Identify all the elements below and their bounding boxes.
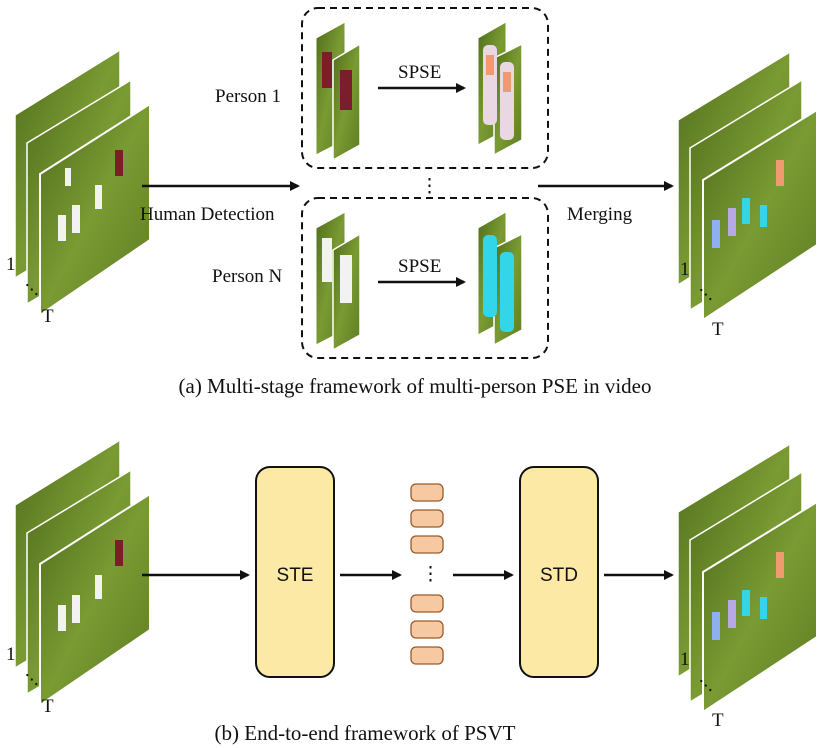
input-frame-first-label: 1 [6, 254, 16, 275]
persons-ellipsis: ⋮ [420, 176, 439, 197]
output-frame-first-label-b: 1 [680, 649, 690, 670]
output-frame-first-label: 1 [680, 259, 690, 280]
token-ellipsis: ⋮ [421, 564, 440, 585]
token [410, 535, 444, 554]
output-frame-last-label-b: T [712, 710, 724, 731]
token-column: ⋮ [410, 483, 444, 665]
human-detection-label: Human Detection [140, 204, 275, 225]
output-frame-last-label: T [712, 319, 724, 340]
players-figure [58, 150, 123, 241]
person-n-mask-stack [477, 211, 523, 347]
token [410, 483, 444, 502]
token [410, 509, 444, 528]
token [410, 594, 444, 613]
input-frame-stack-a [14, 48, 151, 317]
input-frame-last-label-b: T [42, 696, 54, 717]
spse-bottom-label: SPSE [398, 256, 441, 277]
ste-module [255, 466, 335, 678]
token [410, 646, 444, 665]
panel-a-caption: (a) Multi-stage framework of multi-perso… [179, 374, 652, 398]
panel-a: 1 ··· T Human Detection Person 1 SPSE ⋮ [6, 7, 818, 398]
person-1-box [301, 7, 549, 169]
token [410, 620, 444, 639]
std-label: STD [540, 565, 578, 586]
panel-b-caption: (b) End-to-end framework of PSVT [215, 721, 516, 745]
spse-top-label: SPSE [398, 62, 441, 83]
input-frame-stack-b [14, 438, 151, 707]
panel-b: 1 ··· T STE ⋮ STD [6, 438, 818, 745]
output-frame-stack-a [677, 50, 818, 322]
output-frame-stack-b [677, 442, 818, 714]
person-1-crop-stack [315, 21, 361, 162]
ste-label: STE [277, 565, 314, 586]
person-n-label: Person N [212, 266, 282, 287]
merging-label: Merging [567, 204, 633, 225]
person-n-crop-stack [315, 211, 361, 352]
person-1-label: Person 1 [215, 86, 281, 107]
person-n-box [301, 197, 549, 359]
input-frame-first-label-b: 1 [6, 644, 16, 665]
person-1-mask-stack [477, 21, 523, 157]
std-module [519, 466, 599, 678]
input-frame-last-label: T [42, 306, 54, 327]
